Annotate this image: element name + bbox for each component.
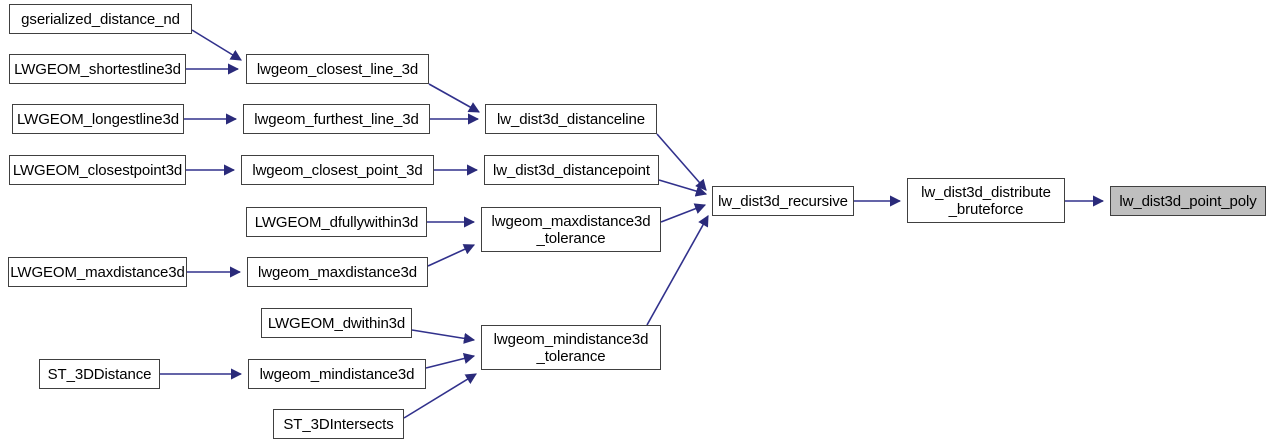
graph-node-lwgeom-maxdistance3d-tolerance[interactable]: lwgeom_maxdistance3d _tolerance bbox=[481, 207, 661, 252]
graph-node-lwgeom-maxdistance3d[interactable]: lwgeom_maxdistance3d bbox=[247, 257, 428, 287]
graph-node-lw-dist3d-recursive[interactable]: lw_dist3d_recursive bbox=[712, 186, 854, 216]
graph-node-lw-dist3d-distancepoint[interactable]: lw_dist3d_distancepoint bbox=[484, 155, 659, 185]
graph-edge-lwgeom-dwithin3d-to-lwgeom-mindistance3d-tolerance bbox=[411, 329, 476, 344]
graph-node-lwgeom-closest-line-3d[interactable]: lwgeom_closest_line_3d bbox=[246, 54, 429, 84]
graph-node-lwgeom-maxdistance3d[interactable]: LWGEOM_maxdistance3d bbox=[8, 257, 187, 287]
graph-node-lwgeom-closest-point-3d[interactable]: lwgeom_closest_point_3d bbox=[241, 155, 434, 185]
graph-edge-lw-dist3d-distanceline-to-lw-dist3d-recursive bbox=[656, 133, 707, 191]
graph-edge-lw-dist3d-distancepoint-to-lw-dist3d-recursive bbox=[658, 179, 708, 197]
graph-node-lwgeom-longestline3d[interactable]: LWGEOM_longestline3d bbox=[12, 104, 184, 134]
graph-node-gserialized-distance-nd[interactable]: gserialized_distance_nd bbox=[9, 4, 192, 34]
graph-edge-gserialized-distance-nd-to-lwgeom-closest-line-3d bbox=[191, 29, 242, 61]
graph-node-st-3dintersects[interactable]: ST_3DIntersects bbox=[273, 409, 404, 439]
graph-edge-lwgeom-closest-line-3d-to-lw-dist3d-distanceline bbox=[428, 83, 480, 113]
graph-node-lwgeom-furthest-line-3d[interactable]: lwgeom_furthest_line_3d bbox=[243, 104, 430, 134]
graph-edge-lwgeom-maxdistance3d-to-lwgeom-maxdistance3d-tolerance bbox=[427, 244, 476, 267]
graph-node-st-3ddistance[interactable]: ST_3DDistance bbox=[39, 359, 160, 389]
graph-node-lwgeom-dwithin3d[interactable]: LWGEOM_dwithin3d bbox=[261, 308, 412, 338]
graph-edge-lwgeom-mindistance3d-to-lwgeom-mindistance3d-tolerance bbox=[425, 353, 476, 369]
graph-node-lw-dist3d-point-poly[interactable]: lw_dist3d_point_poly bbox=[1110, 186, 1266, 216]
graph-edge-lwgeom-maxdistance3d-tolerance-to-lw-dist3d-recursive bbox=[660, 203, 707, 223]
graph-node-lw-dist3d-distanceline[interactable]: lw_dist3d_distanceline bbox=[485, 104, 657, 134]
graph-node-lwgeom-shortestline3d[interactable]: LWGEOM_shortestline3d bbox=[9, 54, 186, 84]
graph-node-lw-dist3d-distribute-bruteforce[interactable]: lw_dist3d_distribute _bruteforce bbox=[907, 178, 1065, 223]
graph-node-lwgeom-dfullywithin3d[interactable]: LWGEOM_dfullywithin3d bbox=[246, 207, 427, 237]
graph-node-lwgeom-mindistance3d-tolerance[interactable]: lwgeom_mindistance3d _tolerance bbox=[481, 325, 661, 370]
graph-node-lwgeom-mindistance3d[interactable]: lwgeom_mindistance3d bbox=[248, 359, 426, 389]
graph-node-lwgeom-closestpoint3d[interactable]: LWGEOM_closestpoint3d bbox=[9, 155, 186, 185]
